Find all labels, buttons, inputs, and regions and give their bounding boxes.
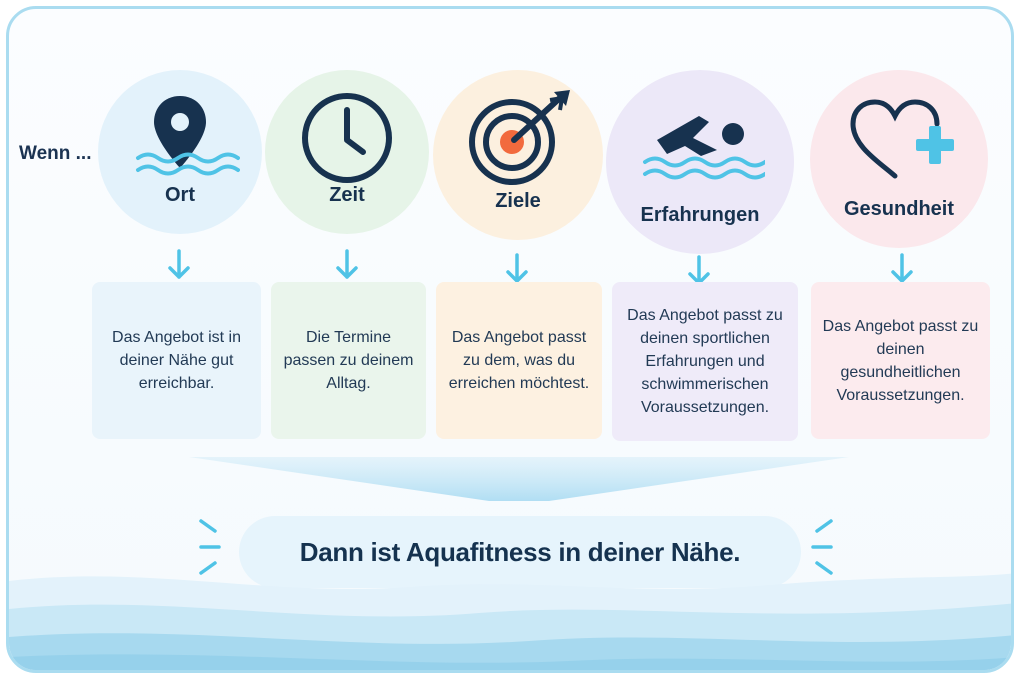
location-pin-water-icon (120, 88, 240, 193)
condition-title: Erfahrungen (640, 204, 760, 226)
swimmer-icon (635, 88, 767, 193)
arrow-down-icon (506, 253, 528, 283)
condition-circle-zeit: Zeit (265, 70, 429, 234)
water-waves-decoration (9, 573, 1011, 670)
condition-title: Ort (165, 184, 195, 206)
condition-circle-erfahrungen: Erfahrungen (606, 70, 794, 254)
heart-plus-icon (839, 88, 959, 193)
condition-title: Ziele (495, 190, 541, 212)
arrow-down-icon (891, 253, 913, 283)
arrow-down-icon (336, 249, 358, 279)
clock-icon (297, 88, 397, 193)
condition-card-zeit: Die Termine passen zu deinem Alltag. (271, 282, 426, 439)
condition-circle-ziele: Ziele (433, 70, 603, 240)
condition-circle-gesundheit: Gesundheit (810, 70, 988, 248)
emphasis-rays-left-icon (199, 519, 221, 575)
emphasis-rays-right-icon (811, 519, 833, 575)
condition-card-ort: Das Angebot ist in deiner Nähe gut errei… (92, 282, 261, 439)
condition-card-erfahrungen: Das Angebot passt zu deinen sportlichen … (612, 282, 798, 441)
condition-circle-ort: Ort (98, 70, 262, 234)
condition-title: Gesundheit (843, 198, 954, 220)
arrow-down-icon (168, 249, 190, 279)
target-arrow-icon (458, 88, 578, 193)
funnel-shape (189, 457, 849, 501)
condition-card-gesundheit: Das Angebot passt zu deinen gesundheitli… (811, 282, 990, 439)
condition-title: Zeit (329, 184, 365, 206)
diagram-frame: Wenn ... Ort Zeit (6, 6, 1014, 673)
result-statement: Dann ist Aquafitness in deiner Nähe. (239, 516, 801, 588)
intro-label: Wenn ... (19, 143, 92, 164)
condition-card-ziele: Das Angebot passt zu dem, was du erreich… (436, 282, 602, 439)
